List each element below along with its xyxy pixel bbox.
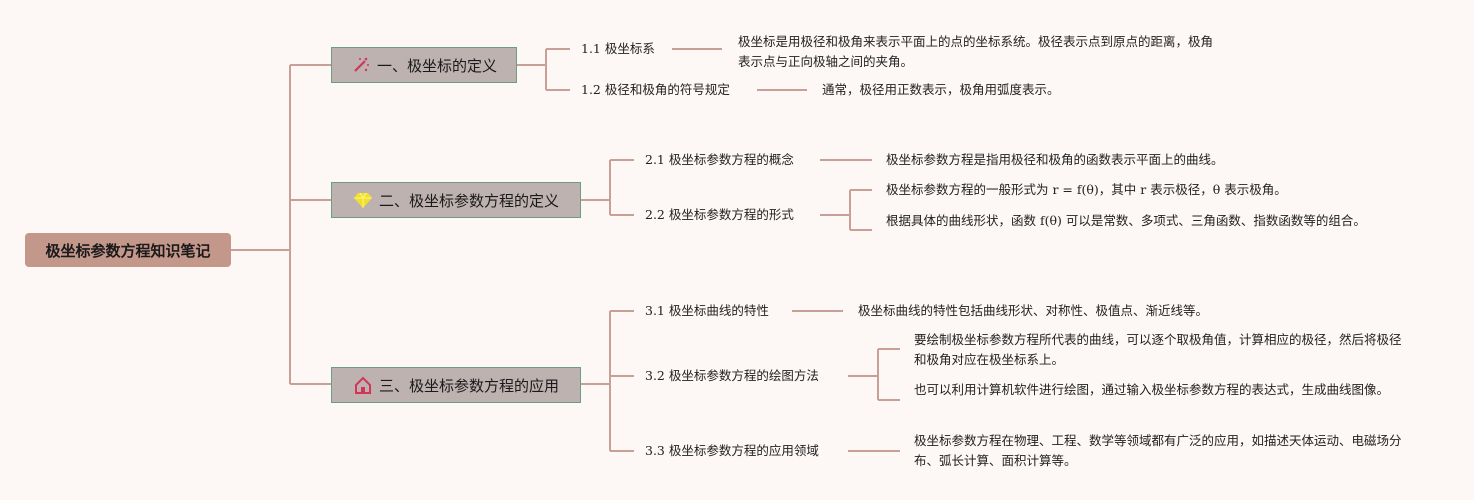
sub-node-3-3[interactable]: 3.3 极坐标参数方程的应用领域: [645, 443, 819, 458]
root-node[interactable]: 极坐标参数方程知识笔记: [25, 233, 231, 267]
sub-node-2-1[interactable]: 2.1 极坐标参数方程的概念: [645, 152, 794, 167]
leaf-node[interactable]: 根据具体的曲线形状，函数 f(θ) 可以是常数、多项式、三角函数、指数函数等的组…: [886, 213, 1366, 228]
home-icon: [354, 376, 371, 394]
sub-node-3-1[interactable]: 3.1 极坐标曲线的特性: [645, 303, 769, 318]
branch-node-2[interactable]: 二、极坐标参数方程的定义: [331, 182, 581, 218]
leaf-node[interactable]: 要绘制极坐标参数方程所代表的曲线，可以逐个取极角值，计算相应的极径，然后将极径和…: [914, 332, 1402, 367]
leaf-node[interactable]: 极坐标参数方程的一般形式为 r = f(θ)，其中 r 表示极径，θ 表示极角。: [886, 182, 1287, 197]
leaf-node[interactable]: 极坐标参数方程是指用极径和极角的函数表示平面上的曲线。: [886, 152, 1224, 167]
diamond-icon: [353, 192, 372, 208]
root-label: 极坐标参数方程知识笔记: [45, 241, 211, 260]
branch-label: 二、极坐标参数方程的定义: [378, 191, 559, 210]
sub-node-1-2[interactable]: 1.2 极径和极角的符号规定: [581, 82, 730, 97]
magic-wand-icon: [354, 57, 369, 72]
branch-node-1[interactable]: 一、极坐标的定义: [331, 47, 517, 83]
leaf-node[interactable]: 极坐标是用极径和极角来表示平面上的点的坐标系统。极径表示点到原点的距离，极角表示…: [738, 34, 1214, 69]
leaf-node[interactable]: 极坐标参数方程在物理、工程、数学等领域都有广泛的应用，如描述天体运动、电磁场分布…: [914, 433, 1402, 468]
sub-node-3-2[interactable]: 3.2 极坐标参数方程的绘图方法: [645, 368, 819, 383]
leaf-node[interactable]: 极坐标曲线的特性包括曲线形状、对称性、极值点、渐近线等。: [858, 303, 1209, 318]
leaf-node[interactable]: 通常，极径用正数表示，极角用弧度表示。: [822, 82, 1060, 97]
branch-node-3[interactable]: 三、极坐标参数方程的应用: [331, 367, 581, 403]
leaf-node[interactable]: 也可以利用计算机软件进行绘图，通过输入极坐标参数方程的表达式，生成曲线图像。: [914, 382, 1390, 397]
sub-node-2-2[interactable]: 2.2 极坐标参数方程的形式: [645, 207, 794, 222]
branch-label: 一、极坐标的定义: [376, 56, 497, 75]
sub-node-1-1[interactable]: 1.1 极坐标系: [581, 41, 655, 56]
branch-label: 三、极坐标参数方程的应用: [378, 376, 559, 395]
